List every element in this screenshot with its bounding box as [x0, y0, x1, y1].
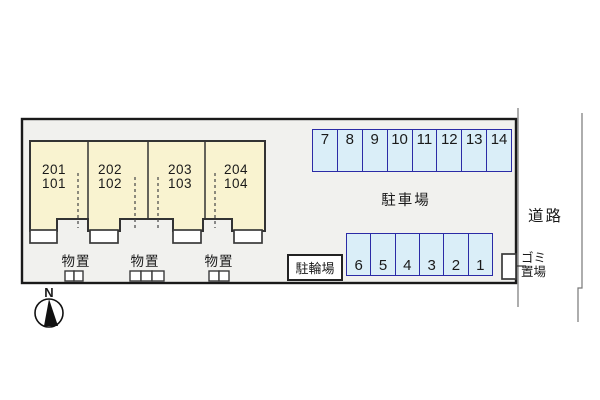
parking-space: 2	[444, 234, 469, 275]
parking-space: 3	[420, 234, 445, 275]
parking-space-number: 7	[320, 131, 330, 148]
parking-space: 13	[462, 130, 488, 171]
porch-box	[172, 229, 202, 244]
unit-label-202-102: 202 102	[88, 163, 132, 190]
road-label: 道路	[528, 208, 564, 225]
parking-space: 11	[413, 130, 438, 171]
storage-cell	[129, 270, 142, 282]
unit-upper-number: 203	[167, 162, 193, 177]
unit-upper-number: 201	[41, 162, 67, 177]
garbage-label-line1: ゴミ	[521, 251, 547, 265]
unit-label-201-101: 201 101	[32, 163, 76, 190]
garbage-box	[501, 253, 517, 280]
parking-space: 9	[363, 130, 388, 171]
unit-upper-number: 202	[97, 162, 123, 177]
parking-space-number: 4	[403, 257, 412, 274]
porch-box	[233, 229, 263, 244]
compass-icon	[34, 298, 64, 328]
unit-lower-number: 104	[223, 175, 249, 191]
parking-space: 6	[347, 234, 372, 275]
road-edge-line-right	[577, 113, 583, 322]
porch-box	[29, 229, 58, 244]
parking-space: 1	[469, 234, 492, 275]
storage-cell	[73, 270, 84, 282]
parking-space-number: 5	[378, 257, 388, 274]
parking-space-number: 9	[370, 131, 379, 148]
unit-lower-number: 103	[167, 175, 193, 191]
parking-space-number: 3	[427, 257, 436, 274]
bicycle-parking-box: 駐輪場	[287, 254, 343, 281]
parking-space: 10	[388, 130, 413, 171]
porch-box	[89, 229, 119, 244]
storage-label: 物置	[204, 254, 234, 269]
garbage-place-label: ゴミ 置場	[521, 251, 547, 279]
unit-lower-number: 101	[41, 175, 67, 191]
parking-space: 8	[338, 130, 363, 171]
parking-space: 4	[396, 234, 420, 275]
unit-upper-number: 204	[223, 162, 249, 177]
garbage-label-line2: 置場	[521, 264, 547, 279]
unit-label-203-103: 203 103	[158, 163, 202, 190]
storage-cell	[64, 270, 75, 282]
parking-space-number: 13	[465, 131, 483, 148]
parking-space-number: 10	[391, 131, 408, 148]
storage-cell	[151, 270, 165, 282]
parking-space: 7	[313, 130, 338, 171]
parking-space-number: 2	[451, 257, 461, 274]
storage-label: 物置	[130, 254, 160, 269]
storage-cell	[140, 270, 153, 282]
parking-space-number: 6	[354, 257, 363, 274]
parking-space: 12	[437, 130, 463, 171]
parking-space-number: 1	[476, 257, 485, 274]
parking-space-number: 11	[416, 131, 433, 148]
parking-row-bottom: 6 5 4 3 2 1	[346, 233, 493, 276]
storage-label: 物置	[61, 254, 91, 269]
storage-cell	[208, 270, 220, 282]
unit-label-204-104: 204 104	[214, 163, 258, 190]
parking-space-number: 12	[440, 131, 458, 148]
parking-area-label: 駐車場	[381, 193, 431, 209]
unit-lower-number: 102	[97, 175, 123, 191]
parking-row-top: 7 8 9 10 11 12 13 14	[312, 129, 512, 172]
compass-north-label: N	[44, 285, 54, 300]
parking-space-number: 8	[345, 131, 354, 148]
north-needle-icon	[44, 299, 58, 326]
parking-space: 14	[487, 130, 511, 171]
parking-space-number: 14	[490, 131, 508, 148]
parking-space: 5	[371, 234, 396, 275]
storage-cell	[218, 270, 230, 282]
